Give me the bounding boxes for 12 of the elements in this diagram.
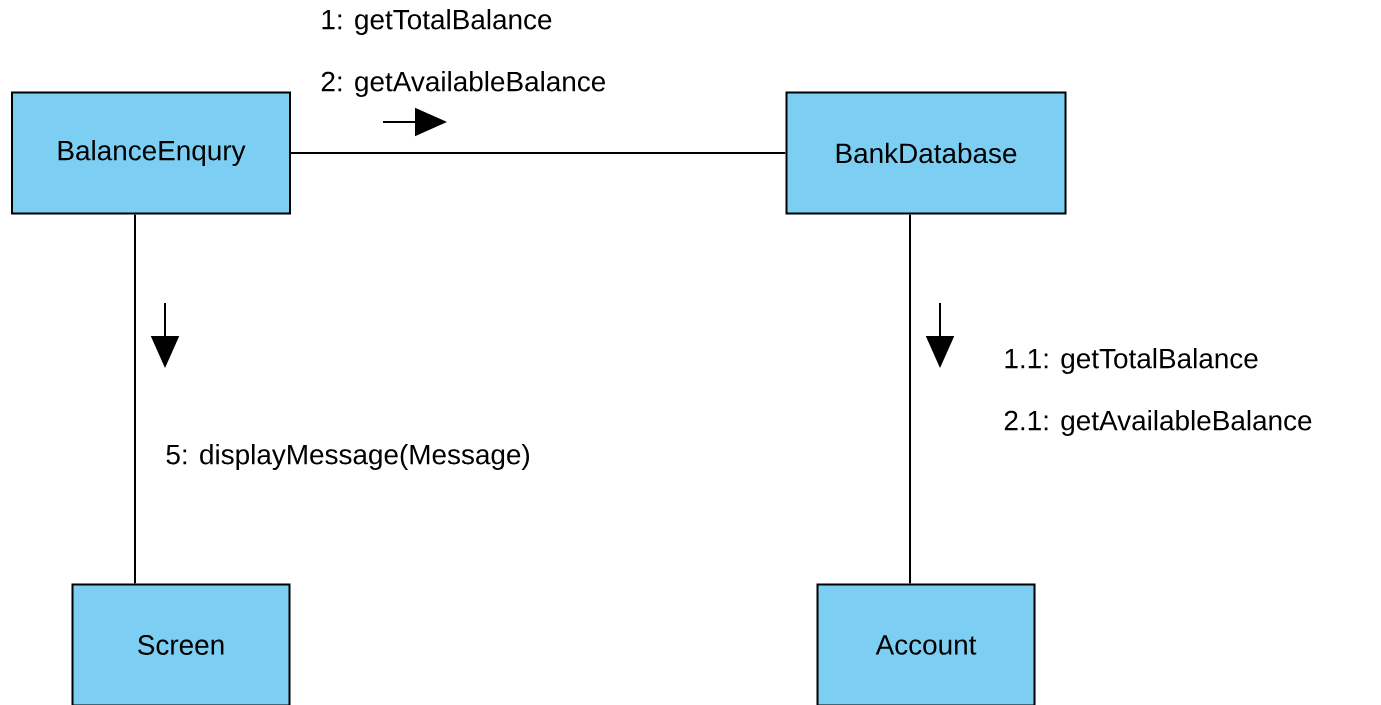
message-label: 5: displayMessage(Message) — [166, 444, 529, 470]
class-box: BalanceEnqury — [11, 91, 291, 215]
class-box: Account — [816, 583, 1036, 705]
message-label: 2.1: getAvailableBalance — [1004, 410, 1312, 436]
message-label: 1.1: getTotalBalance — [1005, 348, 1258, 374]
message-label: 1: getTotalBalance — [322, 9, 552, 35]
connector-line — [290, 152, 787, 154]
class-box: BankDatabase — [785, 91, 1067, 215]
connector-line — [909, 213, 911, 585]
message-label: 2: getAvailableBalance — [321, 71, 606, 97]
connector-line — [134, 213, 136, 585]
class-box: Screen — [71, 583, 291, 705]
